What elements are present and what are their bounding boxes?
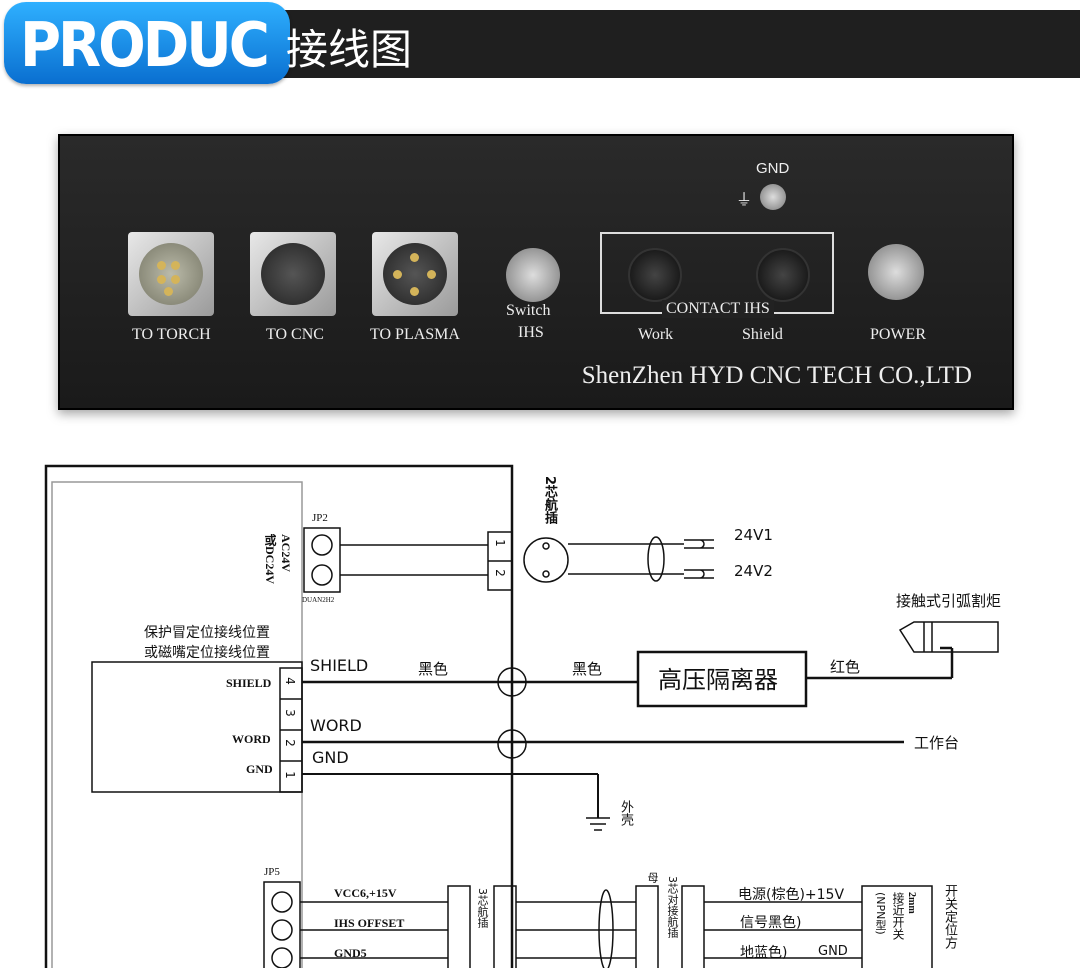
work-label: Work (638, 326, 674, 343)
v2-label: 24V2 (734, 562, 773, 580)
gnd-label: GND (756, 160, 790, 177)
red-wire-label: 红色 (830, 658, 861, 676)
shield-terminal (756, 248, 810, 302)
ground-wire-label: 地蓝色) (740, 945, 788, 961)
sensor-2mm: 2mm (906, 892, 917, 914)
switch-ihs-connector (506, 248, 560, 302)
header-badge: PRODUC (4, 2, 290, 84)
term-3: 3 (282, 709, 297, 717)
word-side-label: WORD (232, 732, 271, 746)
power-wire-label: 电源(棕色)+15V (738, 887, 845, 903)
power-label: POWER (870, 326, 926, 343)
page-title: 接线图 (286, 25, 413, 74)
plug2-pin2: 2 (492, 569, 507, 577)
wiring-diagram: JP2 AC24V 或DC24V DUAN2H2 1 2 2芯航插 24V1 2… (0, 440, 1080, 968)
to-plasma-label: TO PLASMA (370, 326, 460, 343)
duan-label: DUAN2H2 (302, 596, 335, 604)
vcc-label: VCC6,+15V (334, 886, 397, 900)
company-name: ShenZhen HYD CNC TECH CO.,LTD (581, 362, 972, 389)
ihs-label: IHS (518, 324, 544, 341)
plug2-pin1: 1 (492, 539, 507, 547)
term-2: 2 (282, 739, 297, 747)
locator-label: 开关定位方 (942, 884, 957, 949)
female-label: 母 (646, 872, 659, 883)
cnc-connector (250, 232, 336, 316)
term-4: 4 (282, 677, 297, 685)
dc24v-label: 或DC24V (263, 534, 277, 584)
plug-3core-label: 3芯航插 (476, 888, 489, 928)
shell-label: 外壳 (618, 800, 633, 826)
torch-connector (128, 232, 214, 316)
to-torch-label: TO TORCH (132, 326, 211, 343)
ground-symbol-icon: ⏚ (736, 192, 753, 209)
shield-label: Shield (742, 326, 783, 343)
sensor-npn: (NPN型) (874, 892, 887, 935)
sensor-switch: 接近开关 (891, 892, 905, 940)
torch-label: 接触式引弧割炬 (896, 592, 1002, 610)
jp2-label: JP2 (312, 512, 328, 524)
ground-wire-gnd: GND (818, 944, 848, 959)
shield-wire-label: SHIELD (310, 656, 369, 675)
to-cnc-label: TO CNC (266, 326, 324, 343)
black-wire-1: 黑色 (418, 660, 449, 678)
term-1: 1 (282, 771, 297, 779)
note2-label: 或磁嘴定位接线位置 (144, 645, 270, 661)
plasma-connector (372, 232, 458, 316)
hv-isolator-label: 高压隔离器 (658, 666, 778, 694)
black-wire-2: 黑色 (572, 660, 603, 678)
ac24v-label: AC24V (279, 534, 293, 572)
work-terminal (628, 248, 682, 302)
gnd-wire-label: GND (312, 748, 349, 767)
wiring-lines (44, 464, 999, 968)
power-connector (868, 244, 924, 300)
worktable-label: 工作台 (914, 734, 960, 752)
gnd-side-label: GND (246, 762, 273, 776)
switch-label: Switch (506, 302, 551, 319)
plug-2core-label: 2芯航插 (542, 476, 557, 525)
header: PRODUC 接线图 (0, 0, 1080, 86)
signal-wire-label: 信号黑色) (740, 915, 802, 931)
plug-3core-mating-label: 3芯对接航插 (666, 876, 679, 938)
jp5-label: JP5 (264, 866, 280, 878)
gnd5-label: GND5 (334, 946, 367, 960)
device-front-panel: GND ⏚ TO TORCH TO CNC TO PLASMA Switch I… (58, 134, 1014, 410)
note1-label: 保护冒定位接线位置 (144, 625, 270, 641)
ihs-offset-label: IHS OFFSET (334, 916, 405, 930)
gnd-screw (760, 184, 786, 210)
badge-label: PRODUC (20, 10, 270, 82)
contact-ihs-label: CONTACT IHS (662, 300, 774, 318)
shield-side-label: SHIELD (226, 676, 272, 690)
word-wire-label: WORD (310, 716, 362, 735)
header-bar (240, 10, 1080, 78)
v1-label: 24V1 (734, 526, 773, 544)
